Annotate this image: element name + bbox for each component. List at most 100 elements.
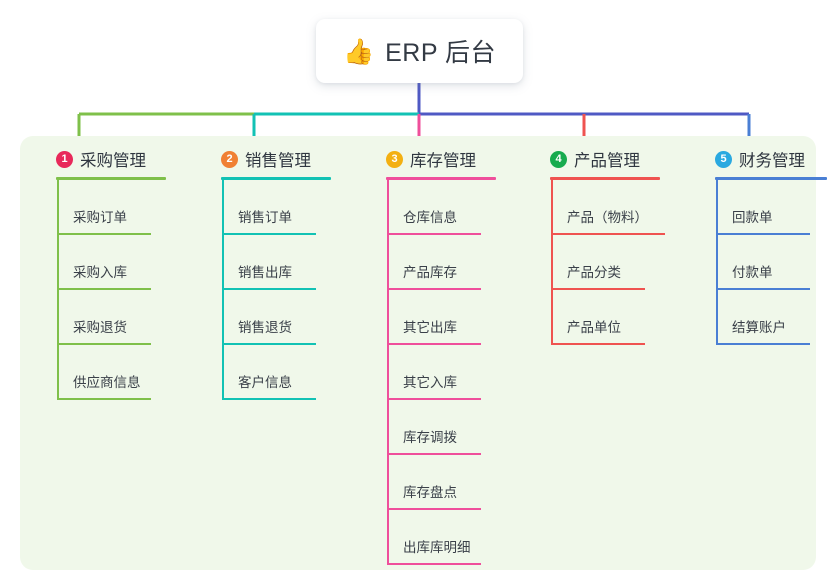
module-title: 库存管理	[410, 152, 476, 170]
submodule-rule	[389, 288, 481, 290]
module-spine	[551, 180, 553, 345]
module-badge-icon: 2	[221, 150, 238, 168]
submodule-rule	[389, 398, 481, 400]
submodule-rule	[718, 233, 810, 235]
submodule-label: 销售订单	[238, 210, 292, 225]
module-title: 财务管理	[739, 152, 805, 170]
module-header-5[interactable]: 5 财务管理	[697, 146, 839, 172]
submodule-item[interactable]: 产品（物料）	[552, 180, 692, 235]
submodule-label: 产品（物料）	[567, 210, 648, 225]
submodule-item[interactable]: 销售出库	[223, 235, 363, 290]
submodule-item[interactable]: 客户信息	[223, 345, 363, 400]
submodule-rule	[389, 508, 481, 510]
module-header-3[interactable]: 3 库存管理	[368, 146, 528, 172]
submodule-item[interactable]: 付款单	[717, 235, 839, 290]
module-title: 产品管理	[574, 152, 640, 170]
submodule-label: 产品分类	[567, 265, 621, 280]
module-column-5: 5 财务管理回款单付款单结算账户	[697, 146, 839, 345]
submodule-item[interactable]: 其它出库	[388, 290, 528, 345]
modules-panel	[20, 136, 816, 570]
submodule-label: 库存调拨	[403, 430, 457, 445]
thumbs-up-icon: 👍	[342, 36, 375, 66]
module-spine	[222, 180, 224, 400]
submodule-rule	[224, 398, 316, 400]
module-column-3: 3 库存管理仓库信息产品库存其它出库其它入库库存调拨库存盘点出库库明细	[368, 146, 528, 565]
submodule-rule	[59, 288, 151, 290]
submodule-item[interactable]: 供应商信息	[58, 345, 198, 400]
submodule-rule	[553, 233, 665, 235]
submodule-label: 出库库明细	[403, 540, 471, 555]
submodule-label: 客户信息	[238, 375, 292, 390]
submodule-rule	[224, 233, 316, 235]
submodule-item[interactable]: 产品分类	[552, 235, 692, 290]
submodule-rule	[59, 398, 151, 400]
submodule-item[interactable]: 库存盘点	[388, 455, 528, 510]
module-spine	[387, 180, 389, 565]
submodule-label: 产品单位	[567, 320, 621, 335]
submodule-label: 采购订单	[73, 210, 127, 225]
module-badge-icon: 5	[715, 150, 732, 168]
submodule-label: 供应商信息	[73, 375, 141, 390]
submodule-label: 库存盘点	[403, 485, 457, 500]
module-column-2: 2 销售管理销售订单销售出库销售退货客户信息	[203, 146, 363, 400]
module-title: 销售管理	[245, 152, 311, 170]
submodule-rule	[389, 563, 481, 565]
submodule-item[interactable]: 销售退货	[223, 290, 363, 345]
module-header-4[interactable]: 4 产品管理	[532, 146, 692, 172]
submodule-rule	[389, 453, 481, 455]
module-header-rule	[221, 177, 331, 180]
submodule-list: 产品（物料） 产品分类产品单位	[550, 180, 692, 345]
submodule-list: 销售订单销售出库销售退货客户信息	[221, 180, 363, 400]
submodule-label: 仓库信息	[403, 210, 457, 225]
submodule-rule	[553, 343, 645, 345]
submodule-list: 仓库信息产品库存其它出库其它入库库存调拨库存盘点出库库明细	[386, 180, 528, 565]
submodule-item[interactable]: 产品单位	[552, 290, 692, 345]
submodule-label: 销售退货	[238, 320, 292, 335]
root-title: ERP 后台	[385, 39, 497, 67]
module-badge-icon: 3	[386, 150, 403, 168]
module-spine	[57, 180, 59, 400]
submodule-item[interactable]: 库存调拨	[388, 400, 528, 455]
submodule-label: 付款单	[732, 265, 773, 280]
submodule-rule	[718, 288, 810, 290]
submodule-label: 采购入库	[73, 265, 127, 280]
submodule-item[interactable]: 采购订单	[58, 180, 198, 235]
submodule-rule	[718, 343, 810, 345]
submodule-label: 产品库存	[403, 265, 457, 280]
submodule-rule	[59, 343, 151, 345]
module-header-2[interactable]: 2 销售管理	[203, 146, 363, 172]
submodule-item[interactable]: 采购退货	[58, 290, 198, 345]
submodule-label: 其它入库	[403, 375, 457, 390]
submodule-item[interactable]: 销售订单	[223, 180, 363, 235]
submodule-item[interactable]: 产品库存	[388, 235, 528, 290]
submodule-item[interactable]: 出库库明细	[388, 510, 528, 565]
submodule-rule	[389, 233, 481, 235]
submodule-label: 回款单	[732, 210, 773, 225]
submodule-rule	[224, 288, 316, 290]
module-badge-icon: 1	[56, 150, 73, 168]
module-header-rule	[550, 177, 660, 180]
submodule-rule	[59, 233, 151, 235]
submodule-label: 结算账户	[732, 320, 786, 335]
submodule-item[interactable]: 其它入库	[388, 345, 528, 400]
submodule-item[interactable]: 结算账户	[717, 290, 839, 345]
root-node[interactable]: 👍 ERP 后台	[316, 19, 523, 83]
submodule-list: 采购订单采购入库采购退货供应商信息	[56, 180, 198, 400]
module-header-rule	[715, 177, 827, 180]
submodule-list: 回款单付款单结算账户	[715, 180, 839, 345]
module-header-rule	[386, 177, 496, 180]
submodule-label: 销售出库	[238, 265, 292, 280]
module-header-rule	[56, 177, 166, 180]
submodule-rule	[224, 343, 316, 345]
submodule-label: 采购退货	[73, 320, 127, 335]
submodule-label: 其它出库	[403, 320, 457, 335]
submodule-item[interactable]: 采购入库	[58, 235, 198, 290]
submodule-item[interactable]: 回款单	[717, 180, 839, 235]
submodule-item[interactable]: 仓库信息	[388, 180, 528, 235]
module-spine	[716, 180, 718, 345]
module-badge-icon: 4	[550, 150, 567, 168]
module-column-4: 4 产品管理产品（物料） 产品分类产品单位	[532, 146, 692, 345]
